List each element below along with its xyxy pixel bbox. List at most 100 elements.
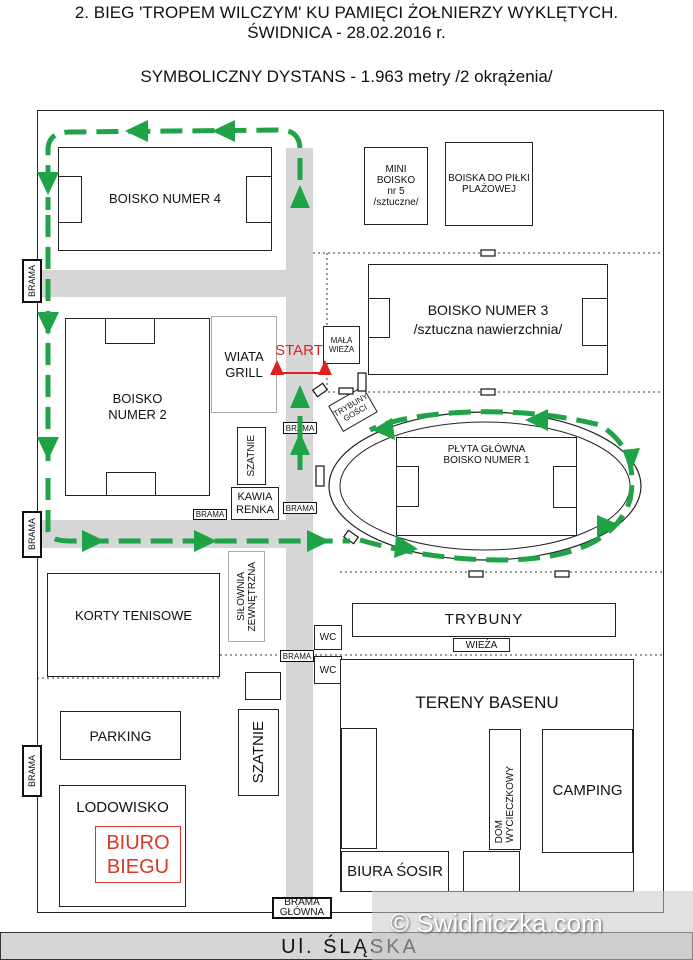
wc-2-label: WC (319, 664, 337, 676)
basen-building (341, 728, 377, 849)
trybuny-label: TRYBUNY (444, 611, 524, 628)
wiata-label-2: GRILL (225, 364, 263, 380)
arrow-icon-right-5 (597, 515, 620, 537)
korty-tenisowe: KORTY TENISOWE (47, 573, 220, 677)
goal-4-right (246, 176, 272, 223)
brama-road-3-label: BRAMA (195, 510, 225, 519)
triangle-icon-left (270, 360, 284, 375)
triangle-icon-right (318, 360, 332, 375)
tereny-basenu-label: TERENY BASENU (415, 693, 559, 712)
kawiarenka: KAWIA RENKA (231, 487, 279, 520)
biuro-label-2: BIEGU (106, 855, 170, 878)
mala-wieza-label-2: WIEŻA (328, 345, 355, 354)
goal-3-left (368, 298, 390, 338)
boisko-3-label-1: BOISKO NUMER 3 (427, 301, 549, 318)
arrow-icon-left-1 (125, 120, 148, 142)
brama-glowna-label-1: BRAMA (284, 897, 320, 908)
arrow-icon-right-2 (194, 530, 217, 552)
camping: CAMPING (542, 729, 633, 853)
watermark-panel (372, 891, 693, 960)
goal-1-right (553, 466, 577, 508)
wiata-label-1: WIATA (224, 348, 264, 364)
dom-wycieczkowy: DOM WYCIECZKOWY (489, 729, 521, 850)
subtitle-distance: SYMBOLICZNY DYSTANS - 1.963 metry /2 okr… (140, 67, 553, 86)
boisko-numer-3: BOISKO NUMER 3 /sztuczna nawierzchnia/ (368, 264, 608, 375)
mini-5-label-1: MINI BOISKO (376, 164, 416, 186)
boisko-numer-2: BOISKO NUMER 2 (65, 318, 210, 496)
arrow-heads (37, 120, 640, 558)
lodowisko: LODOWISKO (59, 785, 186, 907)
plyta-label-2: BOISKO NUMER 1 (443, 455, 530, 466)
boisko-2-label-2: NUMER 2 (108, 407, 167, 422)
arrow-icon-right-1 (82, 530, 105, 552)
start-label: START (275, 342, 323, 359)
szatnie-small: SZATNIE (237, 427, 266, 485)
plyta-label-1: PŁYTA GŁÓWNA (447, 444, 526, 455)
goal-2-bottom (106, 472, 156, 496)
brama-left-3: BRAMA (22, 745, 42, 797)
start-marker (270, 360, 332, 375)
biuro-biegu: BIURO BIEGU (95, 826, 181, 883)
brama-road-2-label: BRAMA (285, 503, 315, 513)
mala-wieza-label-1: MAŁA (330, 336, 353, 345)
main-road-vertical (286, 148, 313, 913)
szatnie-big: SZATNIE (238, 709, 279, 796)
goal-3-right (582, 298, 608, 346)
wc-1-label: WC (319, 632, 337, 643)
road-horizontal-top (37, 270, 286, 297)
arrow-icon-down-3 (37, 437, 59, 460)
arrow-icon-curve (622, 448, 640, 470)
kawiarenka-label-2: RENKA (236, 503, 274, 516)
mala-wieza: MAŁA WIEŻA (323, 326, 360, 364)
wiata-grill: WIATA GRILL (211, 316, 277, 413)
kawiarenka-label-1: KAWIA (237, 490, 273, 503)
goal-2-top (105, 318, 155, 344)
parking-label: PARKING (89, 727, 152, 744)
mini-5-label-2: nr 5 (387, 186, 405, 197)
brama-glowna-label-2: GŁÓWNA (279, 907, 325, 918)
plyta-glowna: PŁYTA GŁÓWNA BOISKO NUMER 1 (396, 437, 577, 536)
arrow-icon-left-4 (372, 418, 395, 440)
arrow-icon-up-1 (290, 185, 310, 208)
brama-road-4: BRAMA (280, 650, 314, 662)
wieza-label: WIEŻA (465, 639, 498, 651)
boisko-4-label: BOISKO NUMER 4 (109, 191, 221, 206)
arrow-icon-down-1 (37, 172, 59, 195)
lodowisko-label: LODOWISKO (76, 799, 169, 816)
arrow-icon-up-3 (290, 432, 310, 455)
mini-5-label-3: /sztuczne/ (373, 197, 419, 208)
boisko-3-label-2: /sztuczna nawierzchnia/ (413, 320, 563, 337)
wc-1: WC (314, 625, 342, 650)
plazowa-label-2: PLAŻOWEJ (462, 184, 516, 195)
boisko-2-label-1: BOISKO (112, 391, 163, 406)
brama-road-2: BRAMA (283, 502, 317, 514)
brama-road-4-label: BRAMA (282, 651, 312, 661)
arrow-icon-down-2 (37, 312, 59, 335)
arrow-icon-left-2 (212, 120, 235, 142)
arrow-icon-up-2 (290, 385, 310, 408)
arrow-icon-right-4 (394, 535, 418, 558)
brama-left-2: BRAMA (22, 511, 42, 558)
title-line-2: ŚWIDNICA - 28.02.2016 r. (247, 23, 446, 42)
plazowa-label-1: BOISKA DO PIŁKI (448, 173, 530, 184)
biuro-label-1: BIURO (106, 831, 170, 854)
trybuny: TRYBUNY (352, 603, 616, 637)
camping-label: CAMPING (552, 782, 623, 799)
silownia-zewnetrzna: SIŁOWNIA ZEWNĘTRZNA (228, 551, 265, 642)
title-line-1: 2. BIEG 'TROPEM WILCZYM' KU PAMIĘCI ŻOŁN… (74, 3, 619, 22)
parking: PARKING (60, 711, 181, 760)
brama-road-3: BRAMA (193, 509, 227, 520)
small-building (245, 672, 281, 700)
arrow-icon-right-3 (307, 530, 330, 552)
brama-glowna: BRAMA GŁÓWNA (272, 897, 332, 919)
boiska-plazowe: BOISKA DO PIŁKI PLAŻOWEJ (445, 142, 533, 226)
biura-sosir-label: BIURA ŚOSIR (347, 862, 443, 880)
watermark: © Swidniczka.com (390, 908, 603, 938)
goal-4-left (58, 176, 82, 223)
mini-boisko-5: MINI BOISKO nr 5 /sztuczne/ (364, 147, 428, 225)
arrow-icon-left-3 (525, 409, 548, 431)
wieza: WIEŻA (453, 638, 510, 652)
brama-left-1: BRAMA (22, 259, 42, 303)
